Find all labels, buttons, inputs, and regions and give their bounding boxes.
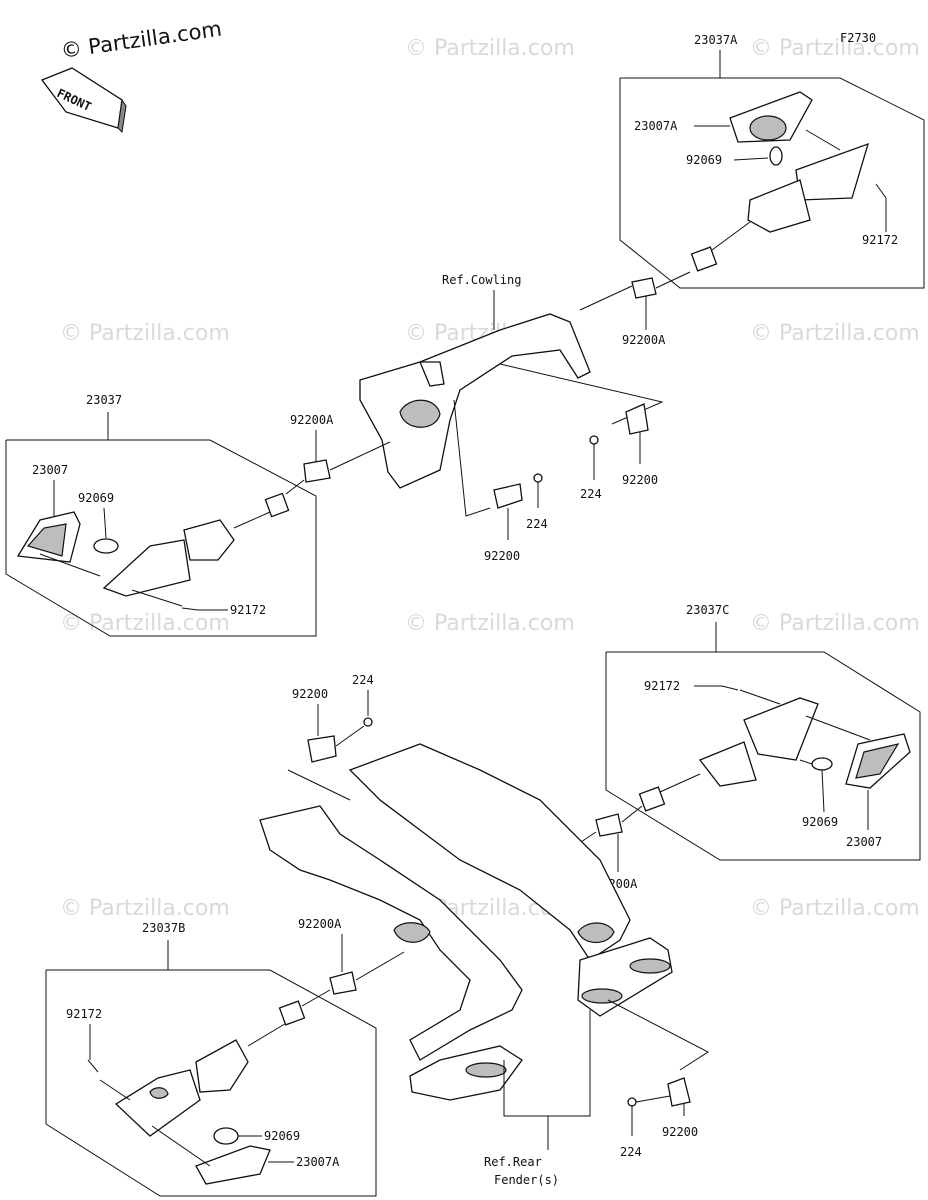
- part-label-92172-b: 92172: [230, 603, 266, 617]
- part-label-92172-a: 92172: [862, 233, 898, 247]
- watermark: © Partzilla.com: [750, 321, 920, 346]
- part-label-23037C: 23037C: [686, 603, 729, 617]
- part-label-23037A: 23037A: [694, 33, 738, 47]
- part-label-23037B: 23037B: [142, 921, 185, 935]
- watermark: © Partzilla.com: [60, 896, 230, 921]
- part-label-92069-g: 92069: [264, 1129, 300, 1143]
- part-label-92200-h: 92200: [662, 1125, 698, 1139]
- ref-rear-label-line1: Ref.Rear: [484, 1155, 542, 1169]
- group-23037C: 23037C 92172 92069 23007 92200A: [559, 603, 921, 891]
- part-label-92069-e: 92069: [802, 815, 838, 829]
- group-23037B: 23037B 92172 92069 23007A 92200A: [45, 917, 405, 1197]
- part-label-224-h: 224: [620, 1145, 642, 1159]
- part-label-224-f: 224: [352, 673, 374, 687]
- ref-cowling-label: Ref.Cowling: [442, 273, 521, 287]
- watermark: © Partzilla.com: [750, 36, 920, 61]
- figure-code: F2730: [840, 31, 876, 45]
- group-upper-left-fasteners: 92200 224: [292, 673, 374, 763]
- group-center-fasteners: 92200 224: [484, 473, 548, 563]
- part-label-92200-f: 92200: [292, 687, 328, 701]
- watermark: © Partzilla.com: [60, 611, 230, 636]
- part-label-92200-c: 92200: [484, 549, 520, 563]
- part-label-23007-e: 23007: [846, 835, 882, 849]
- front-arrow-icon: FRONT: [40, 67, 127, 134]
- watermark: © Partzilla.com: [750, 896, 920, 921]
- part-label-92200A-g: 92200A: [298, 917, 342, 931]
- part-label-224-c: 224: [526, 517, 548, 531]
- part-label-92069: 92069: [686, 153, 722, 167]
- partzilla-logo-text: © Partzilla.com: [59, 17, 223, 63]
- watermark: © Partzilla.com: [750, 611, 920, 636]
- part-label-92200A-b: 92200A: [290, 413, 334, 427]
- part-label-92172-e: 92172: [644, 679, 680, 693]
- rear-fender: Ref.Rear Fender(s): [259, 743, 709, 1187]
- watermark: © Partzilla.com: [405, 36, 575, 61]
- watermark: © Partzilla.com: [60, 321, 230, 346]
- cowling: Ref.Cowling: [329, 273, 664, 517]
- group-right-fasteners: 92200 224: [580, 403, 658, 501]
- part-label-224-d: 224: [580, 487, 602, 501]
- group-lower-right-fasteners: 92200 224: [620, 1077, 698, 1159]
- part-label-23037: 23037: [86, 393, 122, 407]
- part-label-92069-b: 92069: [78, 491, 114, 505]
- part-label-92200-d: 92200: [622, 473, 658, 487]
- group-23037A: 23037A 23007A 92069 92172 92200A: [619, 33, 925, 347]
- part-label-92172-g: 92172: [66, 1007, 102, 1021]
- part-label-92200A-a: 92200A: [622, 333, 666, 347]
- part-label-23007A: 23007A: [634, 119, 678, 133]
- ref-rear-label-line2: Fender(s): [494, 1173, 559, 1187]
- part-label-23007A-g: 23007A: [296, 1155, 340, 1169]
- group-23037: 23037 23007 92069 92172 92200A: [5, 393, 334, 637]
- watermark: © Partzilla.com: [405, 611, 575, 636]
- part-label-23007: 23007: [32, 463, 68, 477]
